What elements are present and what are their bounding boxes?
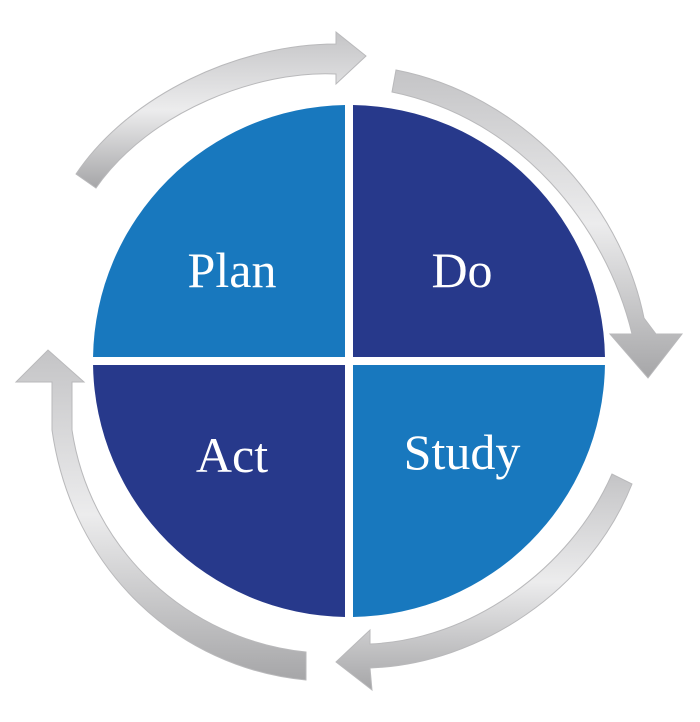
cycle-arrow-top-icon xyxy=(75,30,367,189)
cycle-quadrants xyxy=(93,105,605,617)
quadrant-study xyxy=(353,365,605,617)
quadrant-plan xyxy=(93,105,345,357)
quadrant-labels: Plan Do Study Act xyxy=(188,242,521,483)
cycle-arrow-left-icon xyxy=(14,349,307,681)
quadrant-do xyxy=(353,105,605,357)
quadrant-label-act: Act xyxy=(196,427,268,483)
quadrant-label-study: Study xyxy=(404,424,521,480)
cycle-arrow-bottom-icon xyxy=(335,473,633,692)
cycle-arrow-right-icon xyxy=(391,69,684,379)
quadrant-act xyxy=(93,365,345,617)
cycle-arrows xyxy=(14,30,684,692)
quadrant-label-plan: Plan xyxy=(188,242,277,298)
quadrant-label-do: Do xyxy=(431,242,492,298)
